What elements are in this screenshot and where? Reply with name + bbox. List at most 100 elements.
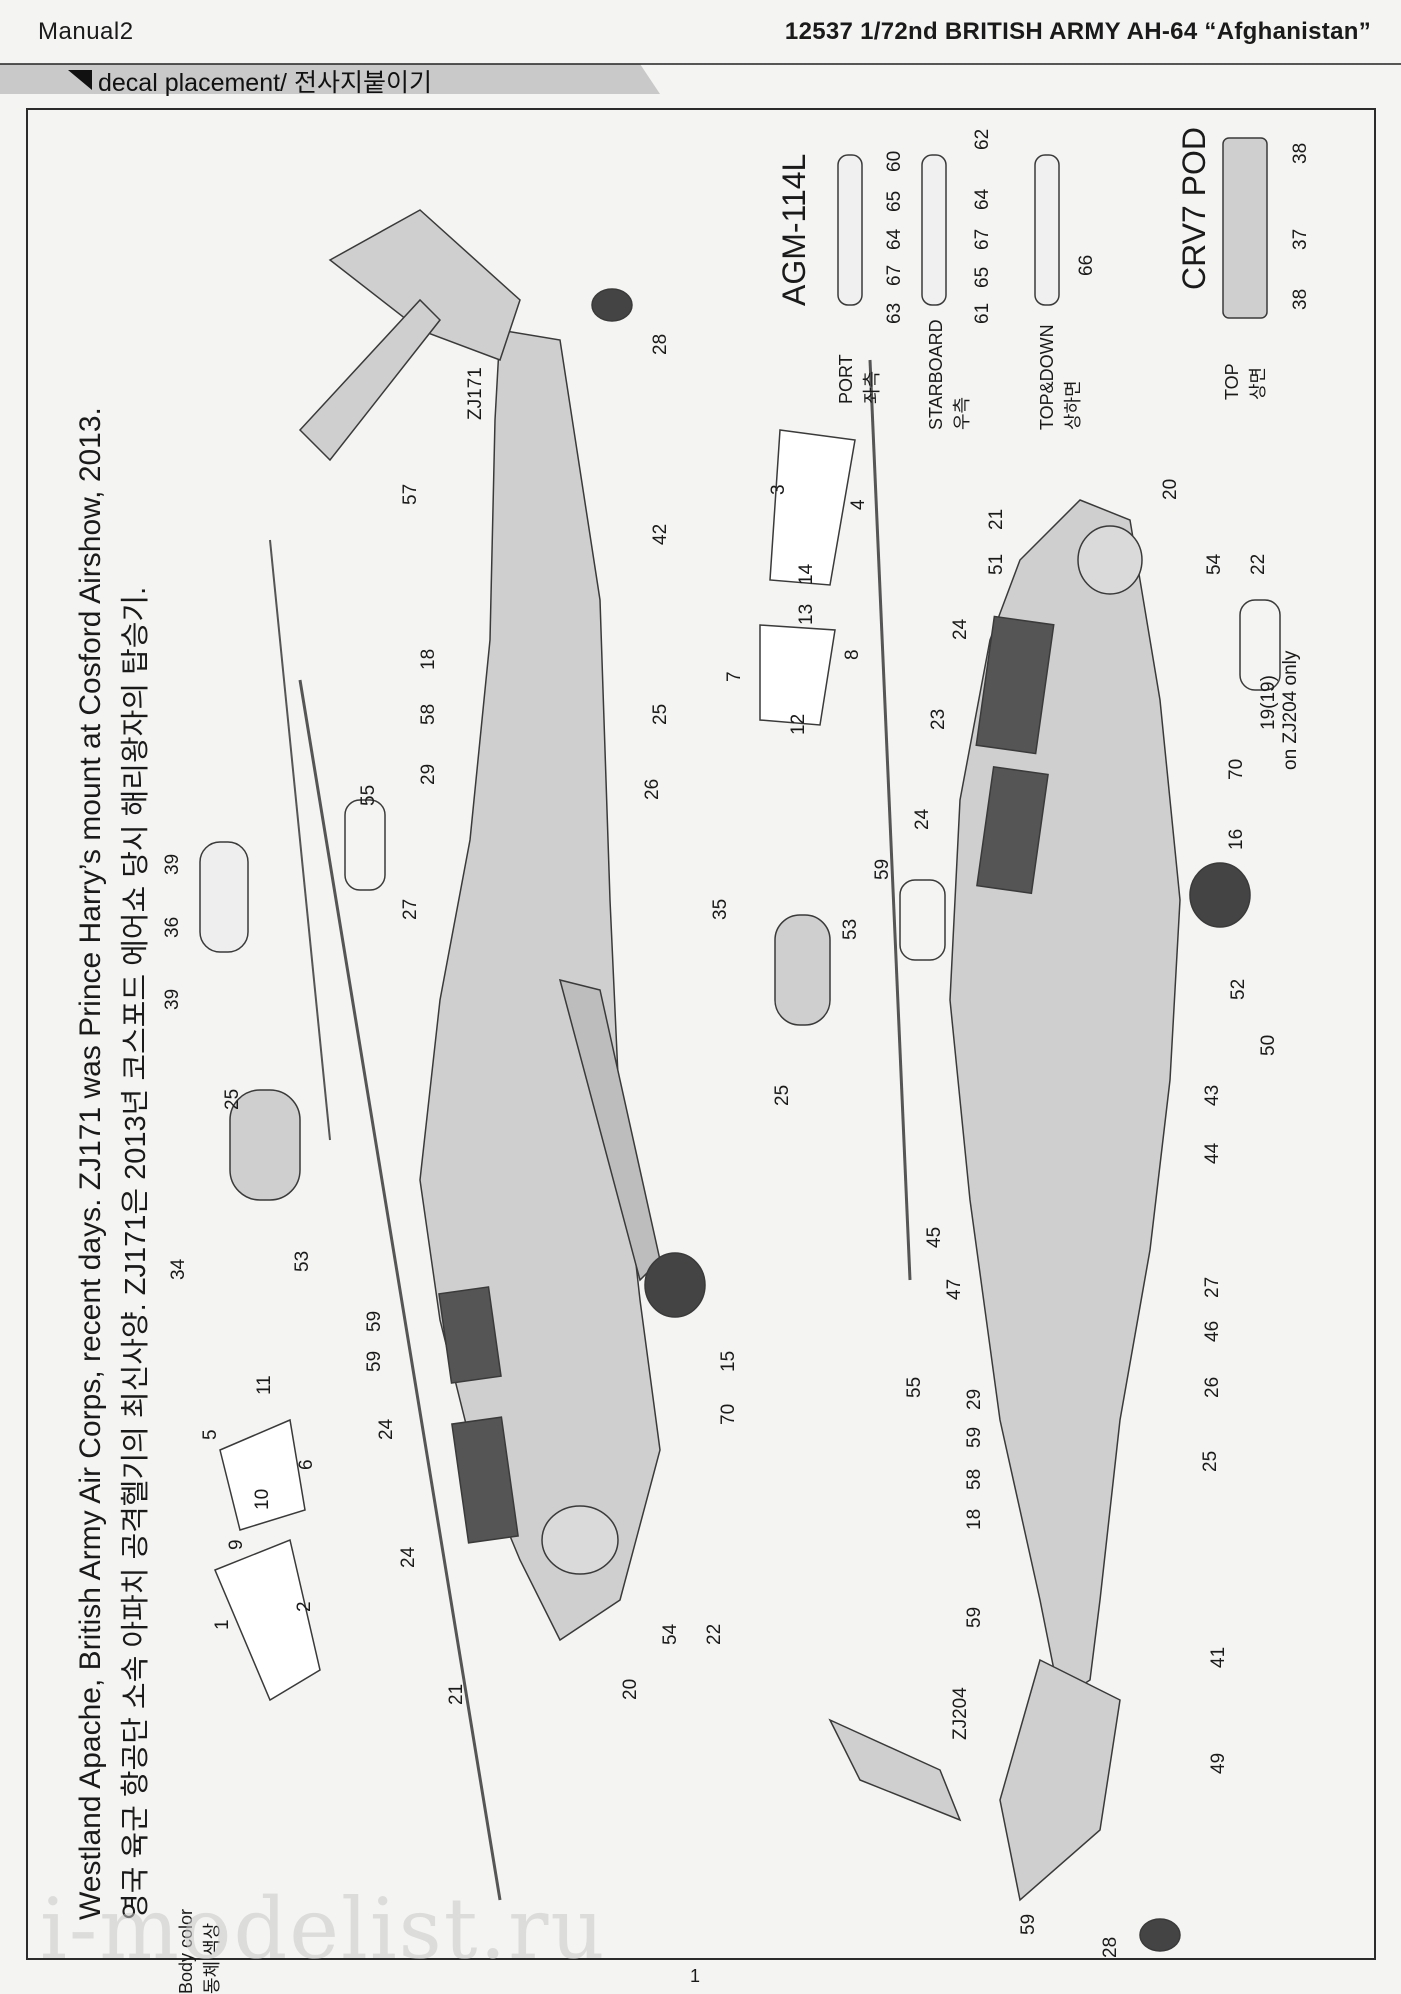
canopy-6: 6 (296, 1459, 317, 1470)
left-helicopter (199, 209, 706, 1901)
starboard-num-5: 61 (972, 302, 993, 324)
lc-29: 29 (418, 763, 439, 785)
starboard-label: STARBOARD (926, 319, 946, 430)
canopy-5: 5 (200, 1429, 221, 1440)
lc-42: 42 (650, 523, 671, 545)
canopy-7: 7 (724, 671, 745, 682)
top-label-ko: 상면 (1248, 366, 1268, 400)
content-frame (26, 108, 1376, 1960)
rc-23: 23 (928, 708, 949, 730)
port-num-2: 65 (884, 190, 905, 212)
rc-50: 50 (1258, 1034, 1279, 1056)
lc-27: 27 (400, 898, 421, 920)
rc-49: 49 (1208, 1752, 1229, 1774)
lc-22: 22 (704, 1623, 725, 1645)
rc-51: 51 (986, 553, 1007, 575)
triangle-icon (68, 70, 92, 90)
rc-59a: 59 (872, 858, 893, 880)
rc-55: 55 (904, 1376, 925, 1398)
rc-16: 16 (1226, 828, 1247, 850)
serial-left: ZJ171 (465, 367, 486, 420)
canopy-11: 11 (254, 1375, 275, 1395)
starboard-num-2: 64 (972, 188, 993, 210)
rc-70: 70 (1226, 758, 1247, 780)
pod-num-1: 38 (1290, 142, 1311, 164)
top-label: TOP (1222, 363, 1242, 400)
canopy-8: 8 (842, 649, 863, 660)
port-label: PORT (836, 354, 856, 404)
lc-21: 21 (446, 1683, 467, 1705)
lc-53: 53 (292, 1250, 313, 1272)
starboard-num-4: 65 (972, 266, 993, 288)
port-num-1: 60 (884, 150, 905, 172)
lc-57: 57 (400, 483, 421, 505)
rc-27: 27 (1202, 1276, 1223, 1298)
port-num-5: 63 (884, 302, 905, 324)
rc-21: 21 (986, 508, 1007, 530)
kit-title: 12537 1/72nd BRITISH ARMY AH-64 “Afghani… (784, 18, 1371, 45)
canopy-2: 2 (294, 1601, 315, 1612)
manual-label: Manual2 (38, 18, 134, 45)
watermark: i-modelist.ru (40, 1880, 607, 1978)
lc-24a: 24 (376, 1418, 397, 1440)
rc-25a: 25 (772, 1084, 793, 1106)
lc-39a: 39 (162, 853, 183, 875)
lc-25: 25 (650, 703, 671, 725)
right-helicopter (759, 359, 1281, 1952)
rc-54: 54 (1204, 553, 1225, 575)
section-bar-shape (0, 63, 1401, 94)
rc-19: 19(19) (1258, 675, 1279, 730)
rc-59d: 59 (1018, 1913, 1039, 1935)
lc-34: 34 (168, 1258, 189, 1280)
lc-36: 36 (162, 916, 183, 938)
serial-right: ZJ204 (950, 1687, 971, 1740)
port-label-ko: 좌측 (862, 370, 882, 404)
rc-29: 29 (964, 1388, 985, 1410)
rc-46: 46 (1202, 1320, 1223, 1342)
rc-18: 18 (964, 1508, 985, 1530)
section-title: decal placement/ 전사지붙이기 (98, 69, 432, 97)
rc-24b: 24 (912, 808, 933, 830)
lc-70: 70 (718, 1403, 739, 1425)
crv7-title: CRV7 POD (1176, 126, 1212, 290)
rc-59b: 59 (964, 1426, 985, 1448)
rc-24a: 24 (950, 618, 971, 640)
agm-114l-missiles (837, 154, 1060, 306)
rc-53: 53 (840, 918, 861, 940)
rc-28: 28 (1100, 1936, 1121, 1958)
lc-24b: 24 (398, 1546, 419, 1568)
lc-59b: 59 (364, 1350, 385, 1372)
pod-num-2: 37 (1290, 228, 1311, 250)
lc-15: 15 (718, 1350, 739, 1372)
starboard-num-3: 67 (972, 228, 993, 250)
lc-26: 26 (642, 778, 663, 800)
canopy-14: 14 (796, 563, 817, 585)
lc-59a: 59 (364, 1310, 385, 1332)
crv7-pod (1222, 137, 1268, 319)
rc-45: 45 (924, 1226, 945, 1248)
rc-22: 22 (1248, 553, 1269, 575)
canopy-4: 4 (848, 499, 869, 510)
caption-english: Westland Apache, British Army Air Corps,… (74, 407, 107, 1920)
rc-zj204-only: on ZJ204 only (1280, 650, 1301, 770)
rc-52: 52 (1228, 978, 1249, 1000)
starboard-num-1: 62 (972, 128, 993, 150)
rc-41: 41 (1208, 1646, 1229, 1668)
topdown-label: TOP&DOWN (1037, 324, 1057, 430)
rc-20: 20 (1160, 478, 1181, 500)
agm-title: AGM-114L (776, 153, 812, 306)
lc-58: 58 (418, 703, 439, 725)
canopy-1: 1 (212, 1619, 233, 1630)
rc-43: 43 (1202, 1084, 1223, 1106)
lc-28: 28 (650, 333, 671, 355)
canopy-3: 3 (768, 484, 789, 495)
section-bar (0, 60, 1401, 98)
page-number: 1 (690, 1966, 701, 1986)
canopy-13: 13 (796, 603, 817, 625)
rc-26: 26 (1202, 1376, 1223, 1398)
canopy-10: 10 (252, 1488, 273, 1510)
rc-47: 47 (944, 1278, 965, 1300)
lc-18: 18 (418, 648, 439, 670)
caption-korean: 영국 육군 항공단 소속 아파치 공격헬기의 최신사양. ZJ171은 2013… (120, 586, 152, 1920)
